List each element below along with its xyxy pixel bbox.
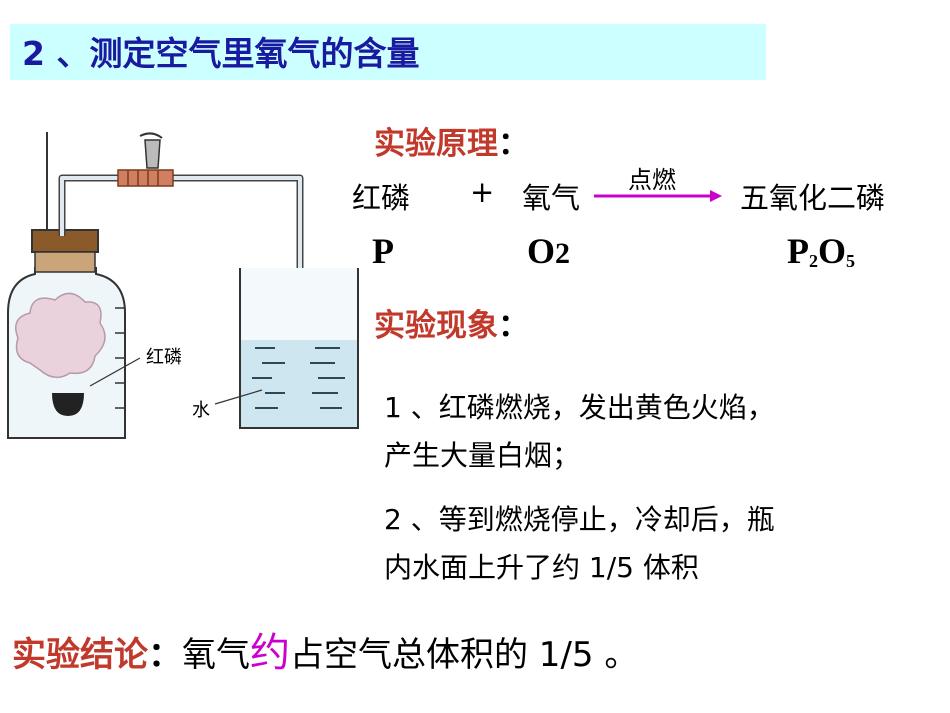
observation-1-line-1: 1 、红磷燃烧，发出黄色火焰，: [384, 391, 775, 424]
experiment-apparatus-illustration: [7, 132, 359, 439]
reaction-arrow: [594, 190, 722, 202]
reactant-oxygen: 氧气: [522, 181, 581, 215]
observation-2-line-2: 内水面上升了约 1/5 体积: [384, 551, 699, 584]
formula-p: P: [372, 231, 394, 271]
phenomenon-heading: 实验现象：: [374, 308, 529, 344]
water-leader: [214, 389, 263, 405]
observation-1-line-2: 产生大量白烟；: [384, 439, 581, 472]
formula-o2: O2: [527, 231, 571, 271]
conclusion: 实验结论：氧气约占空气总体积的 1/5 。: [12, 630, 639, 676]
stopper-neck: [34, 251, 96, 273]
rubber-tubing: [117, 169, 174, 187]
white-smoke: [15, 292, 106, 379]
spring-clamp: [144, 139, 161, 169]
label-water: 水: [192, 400, 210, 421]
phosphorus-leader: [89, 357, 141, 387]
reaction-condition: 点燃: [628, 166, 676, 194]
label-red-phosphorus: 红磷: [146, 347, 182, 368]
plus-sign: +: [470, 175, 495, 209]
title-bar: [10, 24, 766, 80]
water-marks: [252, 347, 345, 409]
product-phosphorus-pentoxide: 五氧化二磷: [740, 181, 886, 215]
conclusion-highlight: 约: [250, 630, 290, 676]
bottle-scale: [115, 307, 125, 409]
principle-heading: 实验原理：: [374, 126, 529, 162]
combustion-spoon: [52, 393, 84, 416]
formula-p2o5: P2O5: [787, 231, 856, 271]
observation-2-line-1: 2 、等到燃烧停止，冷却后，瓶: [384, 503, 775, 536]
reactant-red-phosphorus: 红磷: [352, 181, 411, 215]
conclusion-label: 实验结论: [12, 635, 148, 675]
page-title: 2 、测定空气里氧气的含量: [22, 34, 420, 73]
beaker-water: [241, 340, 357, 427]
